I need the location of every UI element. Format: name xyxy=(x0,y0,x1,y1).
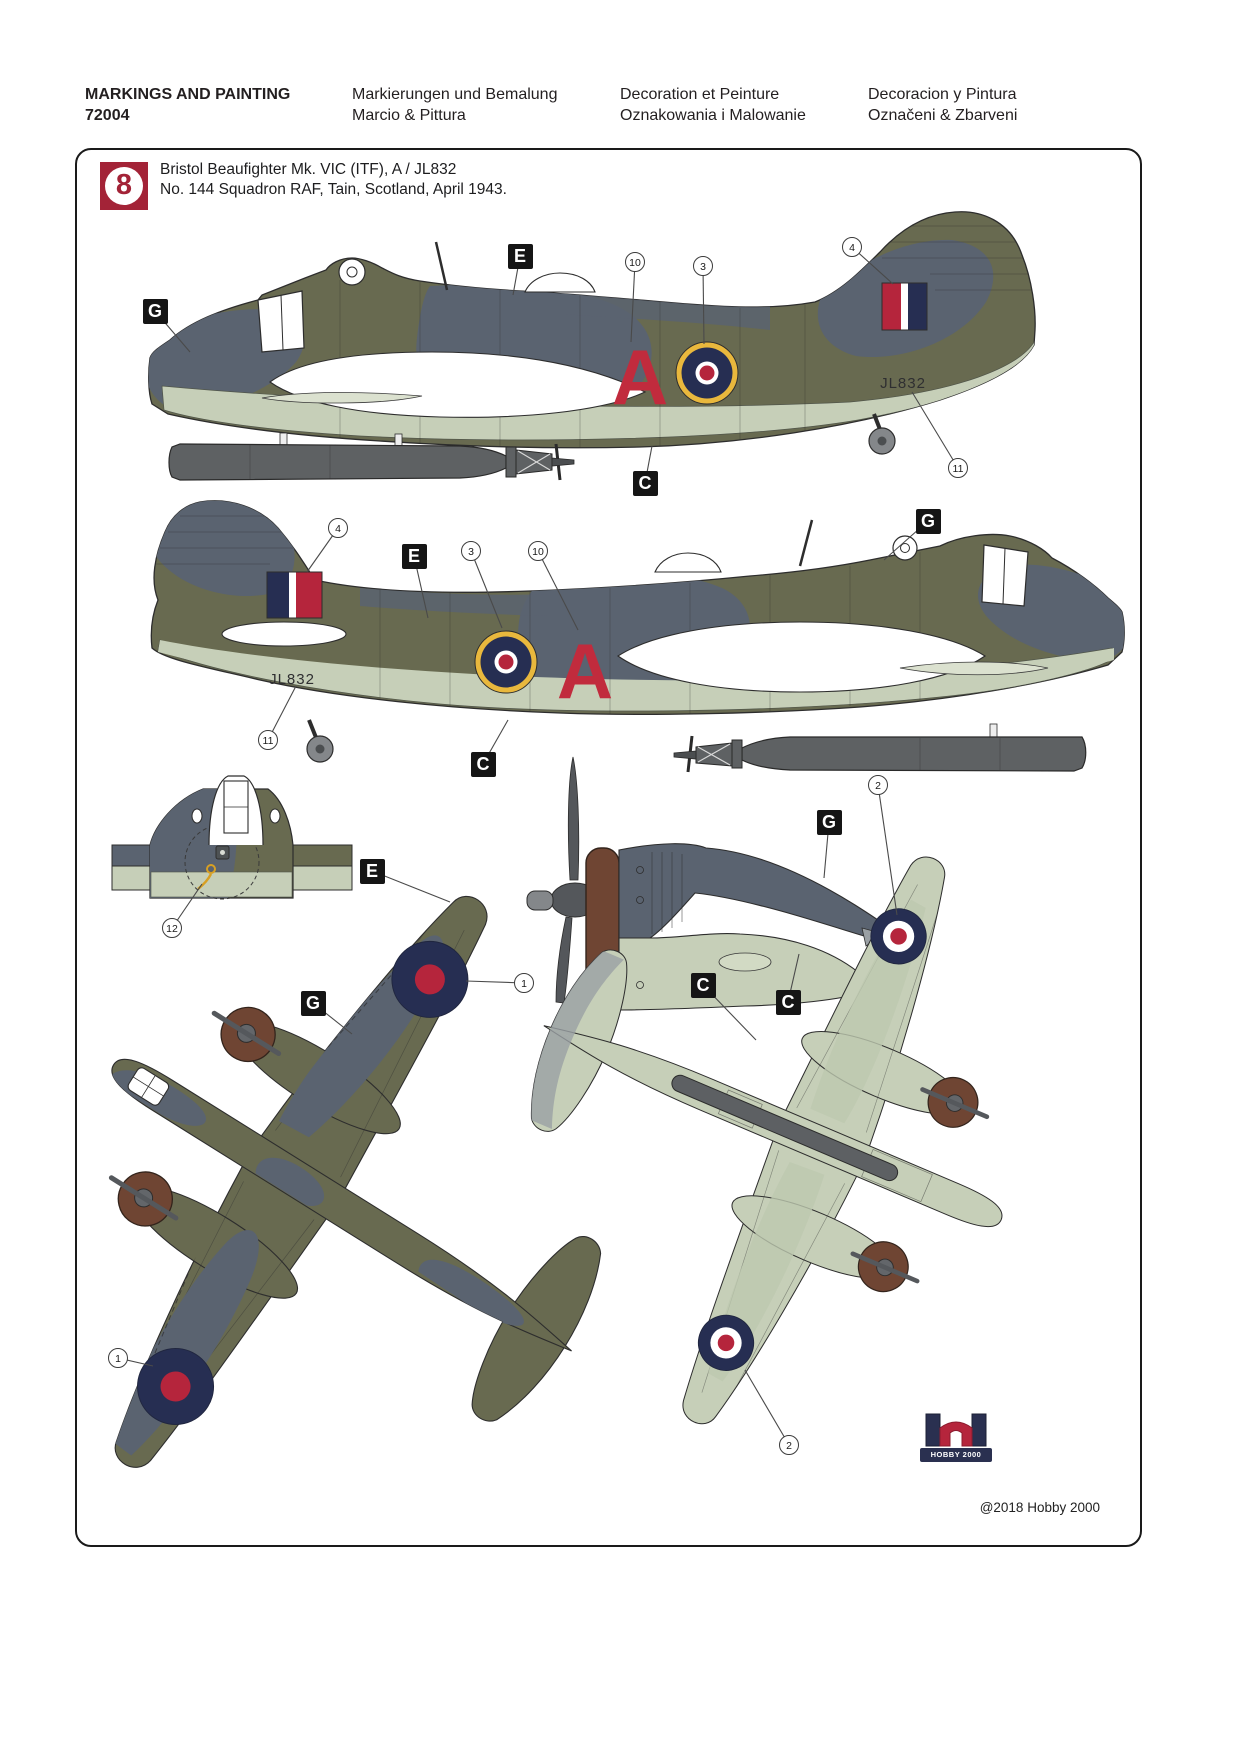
header-es-line1: Decoracion y Pintura xyxy=(868,86,1017,103)
decal-callout-4: 4 xyxy=(842,237,862,257)
front-view xyxy=(111,775,353,900)
header-title: MARKINGS AND PAINTING xyxy=(85,86,291,103)
decal-callout-11: 11 xyxy=(258,730,278,750)
torpedo-port xyxy=(673,723,1087,773)
propeller-blade-upper xyxy=(567,756,580,881)
profile-view-starboard: A JL832 xyxy=(148,211,1036,481)
scheme-title: Bristol Beaufighter Mk. VIC (ITF), A / J… xyxy=(160,160,507,200)
decal-callout-4: 4 xyxy=(328,518,348,538)
header-de-line2: Marcio & Pittura xyxy=(352,107,466,124)
copyright-text: @2018 Hobby 2000 xyxy=(979,1500,1100,1515)
header-col-de: Markierungen und Bemalung Marcio & Pittu… xyxy=(352,84,557,126)
top-view-upper xyxy=(0,783,748,1634)
torpedo-underside xyxy=(671,1074,899,1182)
code-letter-starboard: A xyxy=(612,333,668,421)
profile-view-port: A JL832 xyxy=(150,500,1125,773)
header-es-line2: Označeni & Zbarveni xyxy=(868,107,1018,124)
fuselage-roundel-port xyxy=(474,630,538,694)
serial-port: JL832 xyxy=(269,671,315,688)
cockpit-windows xyxy=(257,290,305,353)
astrodome xyxy=(892,535,918,561)
fuselage-roundel-starboard xyxy=(675,341,739,405)
decal-callout-12: 12 xyxy=(162,918,182,938)
hobby2000-logo-text: HOBBY 2000 xyxy=(920,1448,992,1462)
paint-callout-g: G xyxy=(142,298,168,324)
paint-callout-c: C xyxy=(470,751,496,777)
canopy-fairing xyxy=(654,552,722,573)
paint-callout-c: C xyxy=(632,470,658,496)
torpedo-starboard xyxy=(168,432,575,481)
decal-callout-3: 3 xyxy=(693,256,713,276)
hobby2000-logo-mark xyxy=(925,1413,987,1447)
astrodome xyxy=(338,258,366,286)
page-frame xyxy=(75,148,1142,1547)
decal-callout-1: 1 xyxy=(514,973,534,993)
serial-starboard: JL832 xyxy=(880,375,926,392)
paint-callout-g: G xyxy=(816,809,842,835)
header-title-block: MARKINGS AND PAINTING 72004 xyxy=(85,84,290,126)
tailplane xyxy=(221,621,347,647)
header-kit-number: 72004 xyxy=(85,107,130,124)
paint-callout-g: G xyxy=(300,990,326,1016)
fin-flash-port xyxy=(266,571,323,619)
header-col-es: Decoracion y Pintura Označeni & Zbarveni xyxy=(868,84,1017,126)
decal-callout-10: 10 xyxy=(625,252,645,272)
decal-callout-2: 2 xyxy=(779,1435,799,1455)
badge-circle xyxy=(105,167,143,205)
aerial-mast xyxy=(434,241,449,291)
scheme-title-line2: No. 144 Squadron RAF, Tain, Scotland, Ap… xyxy=(160,181,507,198)
decal-callout-3: 3 xyxy=(461,541,481,561)
scheme-number: 8 xyxy=(115,169,133,201)
paint-callout-c: C xyxy=(775,989,801,1015)
header-fr-line2: Oznakowania i Malowanie xyxy=(620,107,806,124)
decal-callout-10: 10 xyxy=(528,541,548,561)
propeller-blade-lower xyxy=(555,916,573,1004)
decal-callout-1: 1 xyxy=(108,1348,128,1368)
nacelle-lower xyxy=(618,933,870,1011)
header-fr-line1: Decoration et Peinture xyxy=(620,86,780,103)
yellow-stencil xyxy=(206,864,216,874)
decal-callout-11: 11 xyxy=(948,458,968,478)
fin-flash-starboard xyxy=(881,282,928,331)
wing-root-fairing xyxy=(617,621,987,693)
cockpit-windows xyxy=(981,544,1029,607)
paint-callout-e: E xyxy=(401,543,427,569)
hobby2000-logo: HOBBY 2000 xyxy=(918,1412,994,1466)
canopy-fairing xyxy=(524,272,596,293)
top-view-underside xyxy=(424,744,1121,1502)
header-de-line1: Markierungen und Bemalung xyxy=(352,86,558,103)
paint-callout-g: G xyxy=(915,508,941,534)
aerial-mast xyxy=(798,519,814,567)
scheme-title-line1: Bristol Beaufighter Mk. VIC (ITF), A / J… xyxy=(160,161,457,178)
paint-callout-e: E xyxy=(359,858,385,884)
scheme-number-badge: 8 xyxy=(100,162,148,210)
code-letter-port: A xyxy=(557,627,613,715)
decal-callout-2: 2 xyxy=(868,775,888,795)
header-col-fr: Decoration et Peinture Oznakowania i Mal… xyxy=(620,84,806,126)
nose-contour-dashed xyxy=(184,824,260,900)
paint-callout-c: C xyxy=(690,972,716,998)
paint-callout-e: E xyxy=(507,243,533,269)
